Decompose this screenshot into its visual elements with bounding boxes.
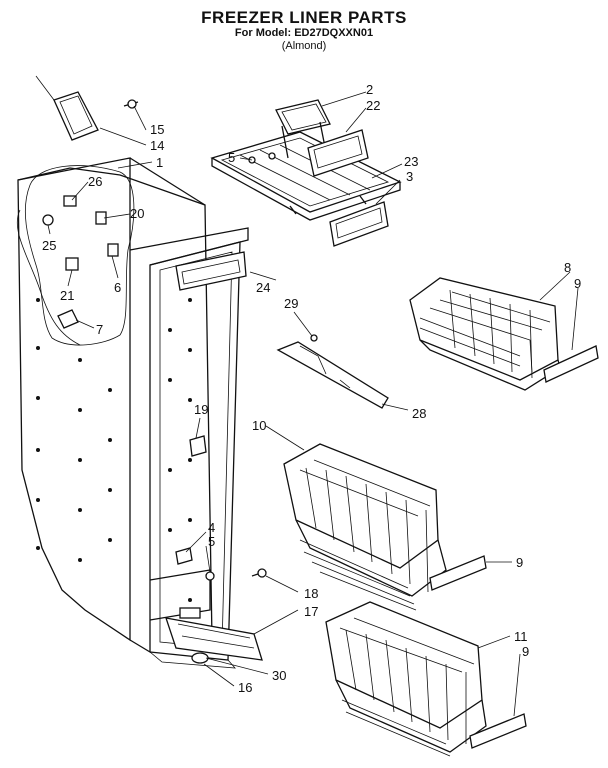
callout-18: 18 [304,586,318,601]
callout-7: 7 [96,322,103,337]
callout-1: 1 [156,155,163,170]
callout-21: 21 [60,288,74,303]
callout-16: 16 [238,680,252,695]
part-5-screw-lower [205,571,215,581]
part-6-bracket [107,243,119,257]
part-17-rail [165,607,263,661]
part-26-thermostat [63,195,77,207]
callout-23: 23 [404,154,418,169]
page-title: FREEZER LINER PARTS [201,8,407,27]
part-24-trim [175,251,247,291]
part-4-bracket [175,547,193,565]
part-18-screw [257,568,267,578]
callout-28: 28 [412,406,426,421]
callout-4: 4 [208,520,215,535]
callout-30: 30 [272,668,286,683]
callout-8: 8 [564,260,571,275]
basket-11 [325,601,487,757]
callout-17: 17 [304,604,318,619]
part-30-foot [191,652,209,664]
part-7-clip [57,309,79,329]
part-19-clip [189,435,207,457]
callout-5-lower: 5 [208,534,215,549]
callout-26: 26 [88,174,102,189]
basket-10 [283,443,447,611]
callout-15: 15 [150,122,164,137]
callout-9-top: 9 [574,276,581,291]
callout-22: 22 [366,98,380,113]
callout-19: 19 [194,402,208,417]
part-25-screw [42,214,54,226]
callout-9-bottom: 9 [522,644,529,659]
part-9-guide-bottom [469,713,527,749]
freezer-liner [17,157,249,669]
callout-14: 14 [150,138,164,153]
callout-11: 11 [514,629,528,644]
callout-labels: 1 2 22 5 23 3 15 14 26 20 25 21 6 7 24 2… [42,82,581,695]
callout-9-middle: 9 [516,555,523,570]
basket-8 [409,277,561,391]
callout-29: 29 [284,296,298,311]
part-28-bracket [276,334,389,409]
callout-2: 2 [366,82,373,97]
top-bracket-assembly [35,75,139,141]
part-21-switch [65,257,79,271]
part-9-guide-top [543,345,599,383]
callout-6: 6 [114,280,121,295]
callout-20: 20 [130,206,144,221]
color-line: (Almond) [281,40,327,52]
callout-5-upper: 5 [228,150,235,165]
upper-shelf-assembly [210,99,402,247]
part-9-guide-middle [429,555,487,591]
leader-lines [47,91,579,717]
callout-10: 10 [252,418,266,433]
callout-25: 25 [42,238,56,253]
model-line: For Model: ED27DQXXN01 [234,27,374,39]
callout-3: 3 [406,169,413,184]
callout-24: 24 [256,280,270,295]
